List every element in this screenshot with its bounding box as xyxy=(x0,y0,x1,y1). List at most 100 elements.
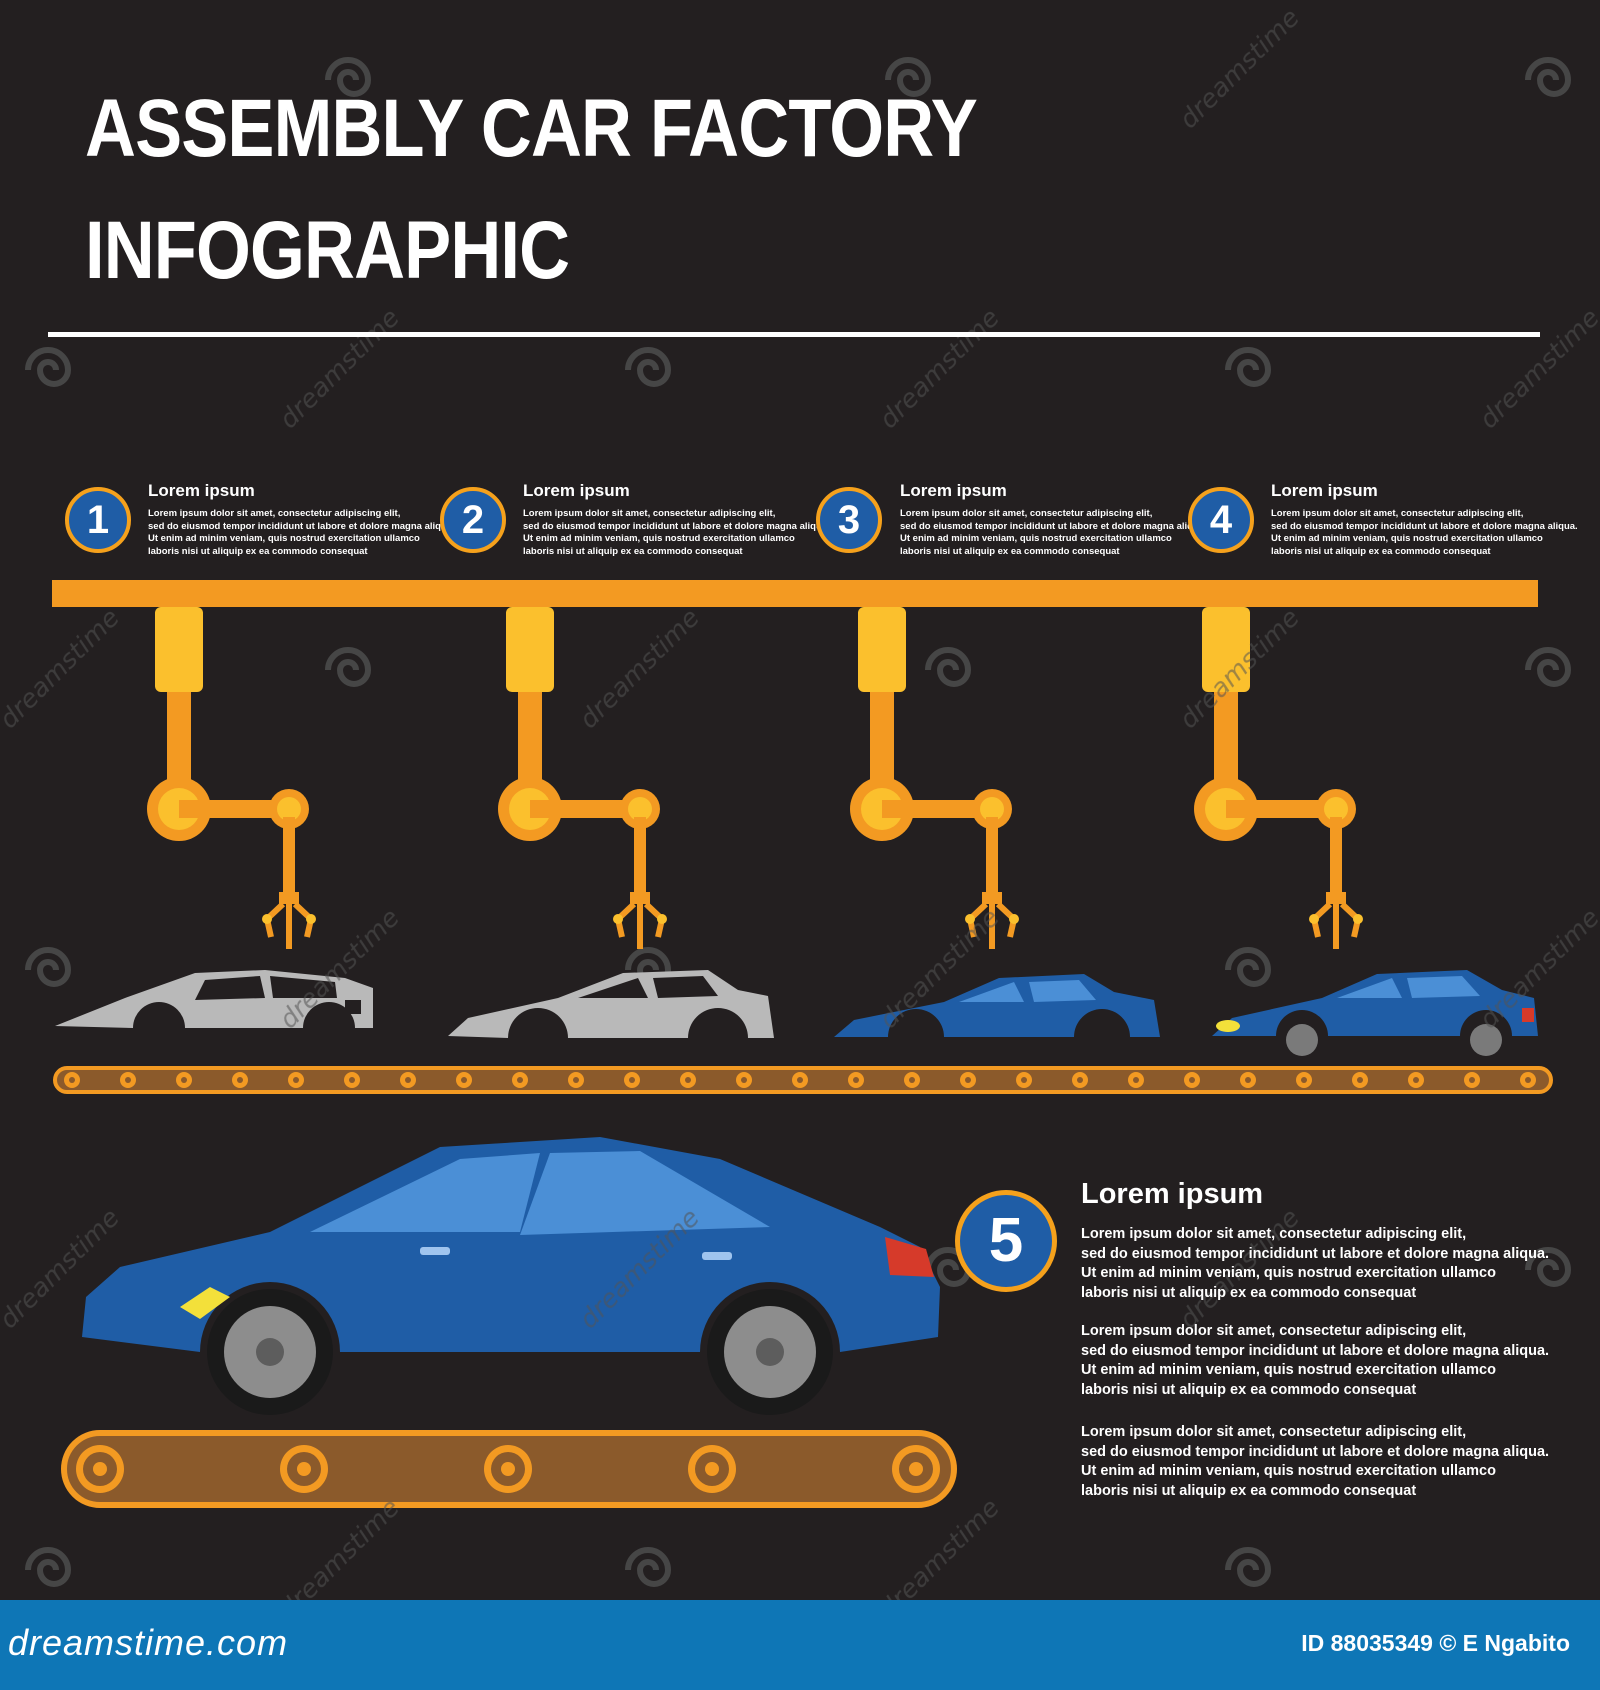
conveyor-roller-hub xyxy=(1525,1077,1531,1083)
step-5-p2-line-4: laboris nisi ut aliquip ex ea commodo co… xyxy=(1081,1381,1417,1398)
car-painted-stage-3 xyxy=(834,974,1160,1037)
step-5-paragraph-1: Lorem ipsum dolor sit amet, consectetur … xyxy=(1081,1225,1549,1303)
step-5-p3-line-4: laboris nisi ut aliquip ex ea commodo co… xyxy=(1081,1482,1417,1499)
conveyor-roller-hub xyxy=(1189,1077,1195,1083)
step-5-paragraph-2: Lorem ipsum dolor sit amet, consectetur … xyxy=(1081,1322,1549,1400)
step-5-badge: 5 xyxy=(955,1190,1057,1292)
step-5-p1-line-4: laboris nisi ut aliquip ex ea commodo co… xyxy=(1081,1284,1417,1301)
robot-arm-1 xyxy=(147,607,316,949)
step-4-line-1: Lorem ipsum dolor sit amet, consectetur … xyxy=(1271,508,1524,519)
step-4-line-2: sed do eiusmod tempor incididunt ut labo… xyxy=(1271,520,1578,532)
conveyor-wheel xyxy=(93,1462,107,1476)
title-divider xyxy=(48,332,1540,337)
conveyor-roller-hub xyxy=(349,1077,355,1083)
step-4-text: Lorem ipsum dolor sit amet, consectetur … xyxy=(1271,508,1578,558)
step-5-p3-line-2: sed do eiusmod tempor incididunt ut labo… xyxy=(1081,1443,1550,1460)
footer-bar: dreamstime.com ID 88035349 © E Ngabito xyxy=(0,1600,1600,1690)
step-5-p3-line-1: Lorem ipsum dolor sit amet, consectetur … xyxy=(1081,1424,1467,1440)
step-3-line-2: sed do eiusmod tempor incididunt ut labo… xyxy=(900,520,1207,532)
conveyor-roller-hub xyxy=(1133,1077,1139,1083)
step-3-line-1: Lorem ipsum dolor sit amet, consectetur … xyxy=(900,508,1153,519)
conveyor-wheel xyxy=(909,1462,923,1476)
step-4-line-3: Ut enim ad minim veniam, quis nostrud ex… xyxy=(1271,533,1543,544)
conveyor-roller-hub xyxy=(965,1077,971,1083)
finished-car xyxy=(82,1137,940,1415)
step-2-heading: Lorem ipsum xyxy=(523,481,630,500)
step-5-p2-line-3: Ut enim ad minim veniam, quis nostrud ex… xyxy=(1081,1362,1496,1378)
step-5-p1-line-2: sed do eiusmod tempor incididunt ut labo… xyxy=(1081,1245,1550,1262)
step-5-p2-line-1: Lorem ipsum dolor sit amet, consectetur … xyxy=(1081,1323,1467,1339)
step-3-badge: 3 xyxy=(816,487,882,553)
page-title-line-2: INFOGRAPHIC xyxy=(85,205,570,296)
conveyor-roller-hub xyxy=(69,1077,75,1083)
watermark-text: dreamstime xyxy=(1474,303,1600,435)
conveyor-roller-hub xyxy=(293,1077,299,1083)
step-5-heading: Lorem ipsum xyxy=(1081,1178,1264,1210)
conveyor-roller-hub xyxy=(517,1077,523,1083)
conveyor-roller-hub xyxy=(1357,1077,1363,1083)
step-3-line-3: Ut enim ad minim veniam, quis nostrud ex… xyxy=(900,533,1172,544)
watermark-text: dreamstime xyxy=(1474,903,1600,1035)
step-1-badge: 1 xyxy=(65,487,131,553)
conveyor-roller-hub xyxy=(853,1077,859,1083)
conveyor-roller-hub xyxy=(405,1077,411,1083)
step-1-heading: Lorem ipsum xyxy=(148,481,255,500)
watermark-text: dreamstime xyxy=(574,603,706,735)
step-5-paragraph-3: Lorem ipsum dolor sit amet, consectetur … xyxy=(1081,1423,1549,1501)
car-shell-stage-2 xyxy=(448,970,774,1038)
step-5-p1-line-1: Lorem ipsum dolor sit amet, consectetur … xyxy=(1081,1226,1467,1242)
conveyor-roller-hub xyxy=(1021,1077,1027,1083)
watermark-text: dreamstime xyxy=(274,903,406,1035)
page-title-line-1: ASSEMBLY CAR FACTORY xyxy=(85,83,978,174)
conveyor-roller-hub xyxy=(797,1077,803,1083)
watermark-text: dreamstime xyxy=(874,303,1006,435)
conveyor-roller-hub xyxy=(685,1077,691,1083)
watermark-text: dreamstime xyxy=(1174,3,1306,135)
conveyor-lower-rollers xyxy=(76,1445,940,1493)
conveyor-roller-hub xyxy=(1245,1077,1251,1083)
step-2-line-4: laboris nisi ut aliquip ex ea commodo co… xyxy=(523,545,743,557)
conveyor-roller-hub xyxy=(741,1077,747,1083)
footer-credit: ID 88035349 © E Ngabito xyxy=(1301,1630,1570,1656)
car-complete-stage-4 xyxy=(1212,970,1538,1056)
conveyor-roller-hub xyxy=(1301,1077,1307,1083)
conveyor-roller-hub xyxy=(125,1077,131,1083)
footer-brand[interactable]: dreamstime.com xyxy=(8,1622,289,1663)
step-2-line-3: Ut enim ad minim veniam, quis nostrud ex… xyxy=(523,533,795,544)
step-3-line-4: laboris nisi ut aliquip ex ea commodo co… xyxy=(900,545,1120,557)
conveyor-roller-hub xyxy=(573,1077,579,1083)
watermark-text: dreamstime xyxy=(0,603,126,735)
step-1-line-4: laboris nisi ut aliquip ex ea commodo co… xyxy=(148,545,368,557)
step-2-line-1: Lorem ipsum dolor sit amet, consectetur … xyxy=(523,508,776,519)
conveyor-roller-hub xyxy=(909,1077,915,1083)
conveyor-roller-hub xyxy=(1413,1077,1419,1083)
step-5-p1-line-3: Ut enim ad minim veniam, quis nostrud ex… xyxy=(1081,1265,1496,1281)
step-2-text: Lorem ipsum dolor sit amet, consectetur … xyxy=(523,508,830,558)
conveyor-roller-hub xyxy=(461,1077,467,1083)
step-3-text: Lorem ipsum dolor sit amet, consectetur … xyxy=(900,508,1207,558)
conveyor-wheel xyxy=(297,1462,311,1476)
conveyor-upper-rollers xyxy=(64,1072,1536,1088)
conveyor-wheel xyxy=(705,1462,719,1476)
robot-arm-4 xyxy=(1194,607,1363,949)
step-3-heading: Lorem ipsum xyxy=(900,481,1007,500)
step-1-line-1: Lorem ipsum dolor sit amet, consectetur … xyxy=(148,508,401,519)
car-shell-stage-1 xyxy=(55,970,373,1028)
conveyor-roller-hub xyxy=(1469,1077,1475,1083)
step-2-line-2: sed do eiusmod tempor incididunt ut labo… xyxy=(523,520,830,532)
step-1-line-3: Ut enim ad minim veniam, quis nostrud ex… xyxy=(148,533,420,544)
conveyor-roller-hub xyxy=(629,1077,635,1083)
conveyor-roller-hub xyxy=(1077,1077,1083,1083)
step-2-badge: 2 xyxy=(440,487,506,553)
step-4-heading: Lorem ipsum xyxy=(1271,481,1378,500)
step-1-text: Lorem ipsum dolor sit amet, consectetur … xyxy=(148,508,455,558)
step-5-p2-line-2: sed do eiusmod tempor incididunt ut labo… xyxy=(1081,1342,1550,1359)
step-4-badge: 4 xyxy=(1188,487,1254,553)
step-4-line-4: laboris nisi ut aliquip ex ea commodo co… xyxy=(1271,545,1491,557)
overhead-rail xyxy=(52,580,1538,607)
watermark-text: dreamstime xyxy=(274,303,406,435)
step-1-line-2: sed do eiusmod tempor incididunt ut labo… xyxy=(148,520,455,532)
conveyor-wheel xyxy=(501,1462,515,1476)
step-5-p3-line-3: Ut enim ad minim veniam, quis nostrud ex… xyxy=(1081,1463,1496,1479)
